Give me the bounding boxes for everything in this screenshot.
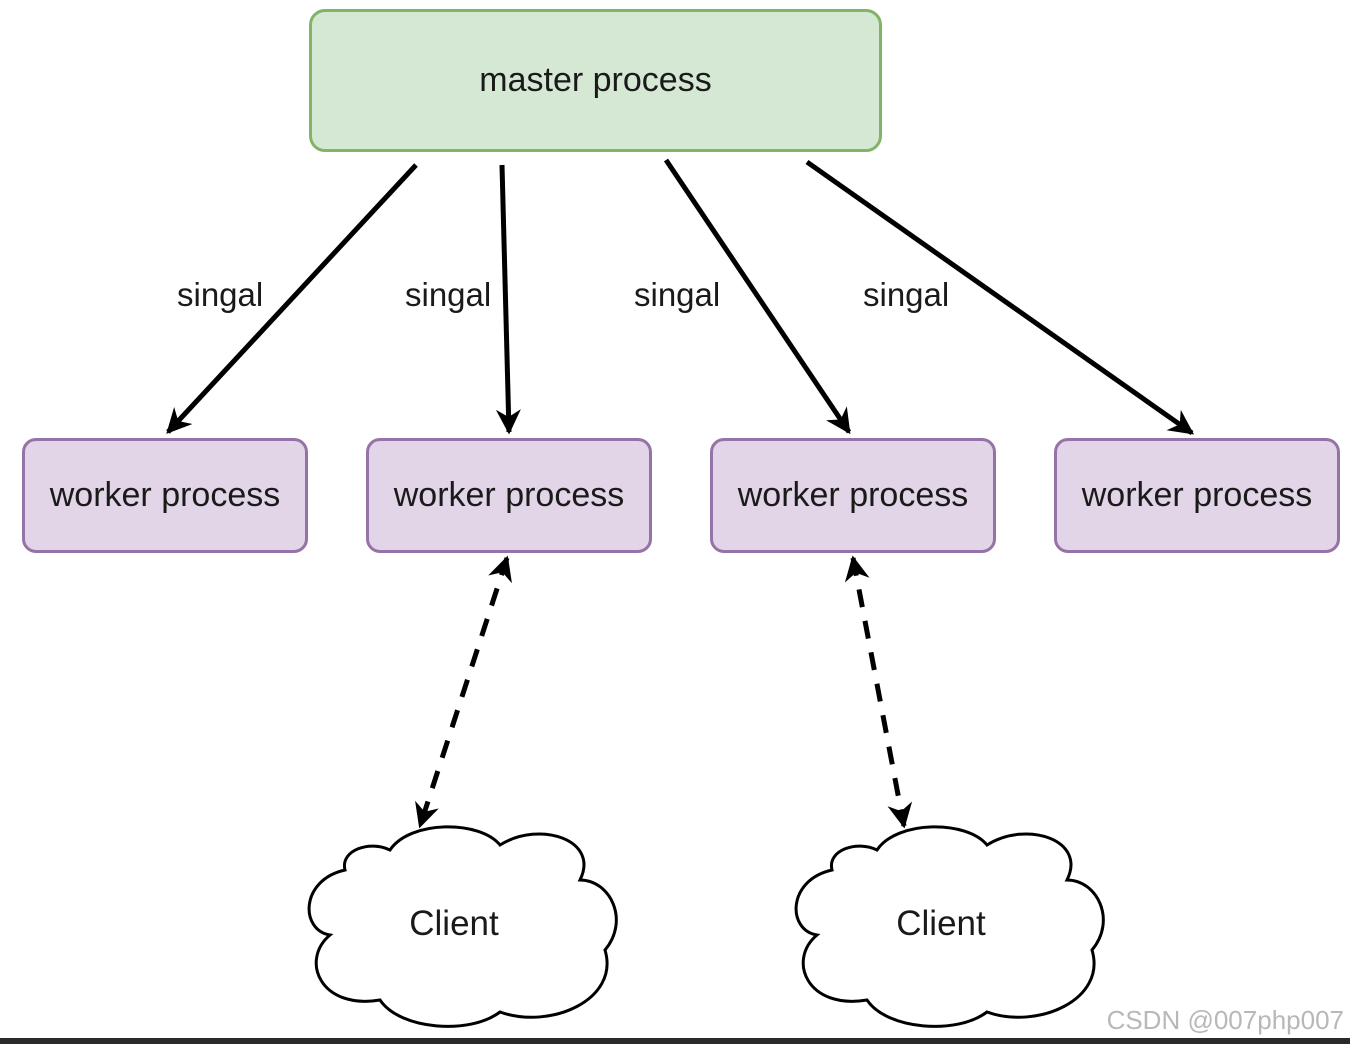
client-label-1: Client <box>409 904 499 943</box>
worker-process-label-3: worker process <box>737 476 969 514</box>
worker-process-label-1: worker process <box>49 476 281 514</box>
client-cloud-1 <box>307 825 618 1028</box>
signal-label-2: singal <box>405 276 492 313</box>
worker-process-label-2: worker process <box>393 476 625 514</box>
signal-label-3: singal <box>634 276 721 313</box>
bottom-border <box>0 1038 1350 1044</box>
signal-label-4: singal <box>863 276 950 313</box>
signal-arrow-2 <box>495 164 521 435</box>
client-connection-2 <box>844 555 913 829</box>
client-cloud-2 <box>794 825 1105 1028</box>
worker-process-node-1: worker process <box>22 438 308 553</box>
signal-arrow-4 <box>805 159 1195 436</box>
client-connection-1 <box>415 555 512 829</box>
signal-label-1: singal <box>177 276 264 313</box>
watermark: CSDN @007php007 <box>1106 1005 1344 1035</box>
master-process-node: master process <box>309 9 882 152</box>
signal-arrow-1 <box>166 163 418 434</box>
worker-process-node-2: worker process <box>366 438 652 553</box>
worker-process-node-4: worker process <box>1054 438 1340 553</box>
master-process-label: master process <box>479 61 712 99</box>
client-label-2: Client <box>896 904 986 943</box>
worker-process-node-3: worker process <box>710 438 996 553</box>
worker-process-label-4: worker process <box>1081 476 1313 514</box>
signal-arrow-3 <box>663 158 852 435</box>
